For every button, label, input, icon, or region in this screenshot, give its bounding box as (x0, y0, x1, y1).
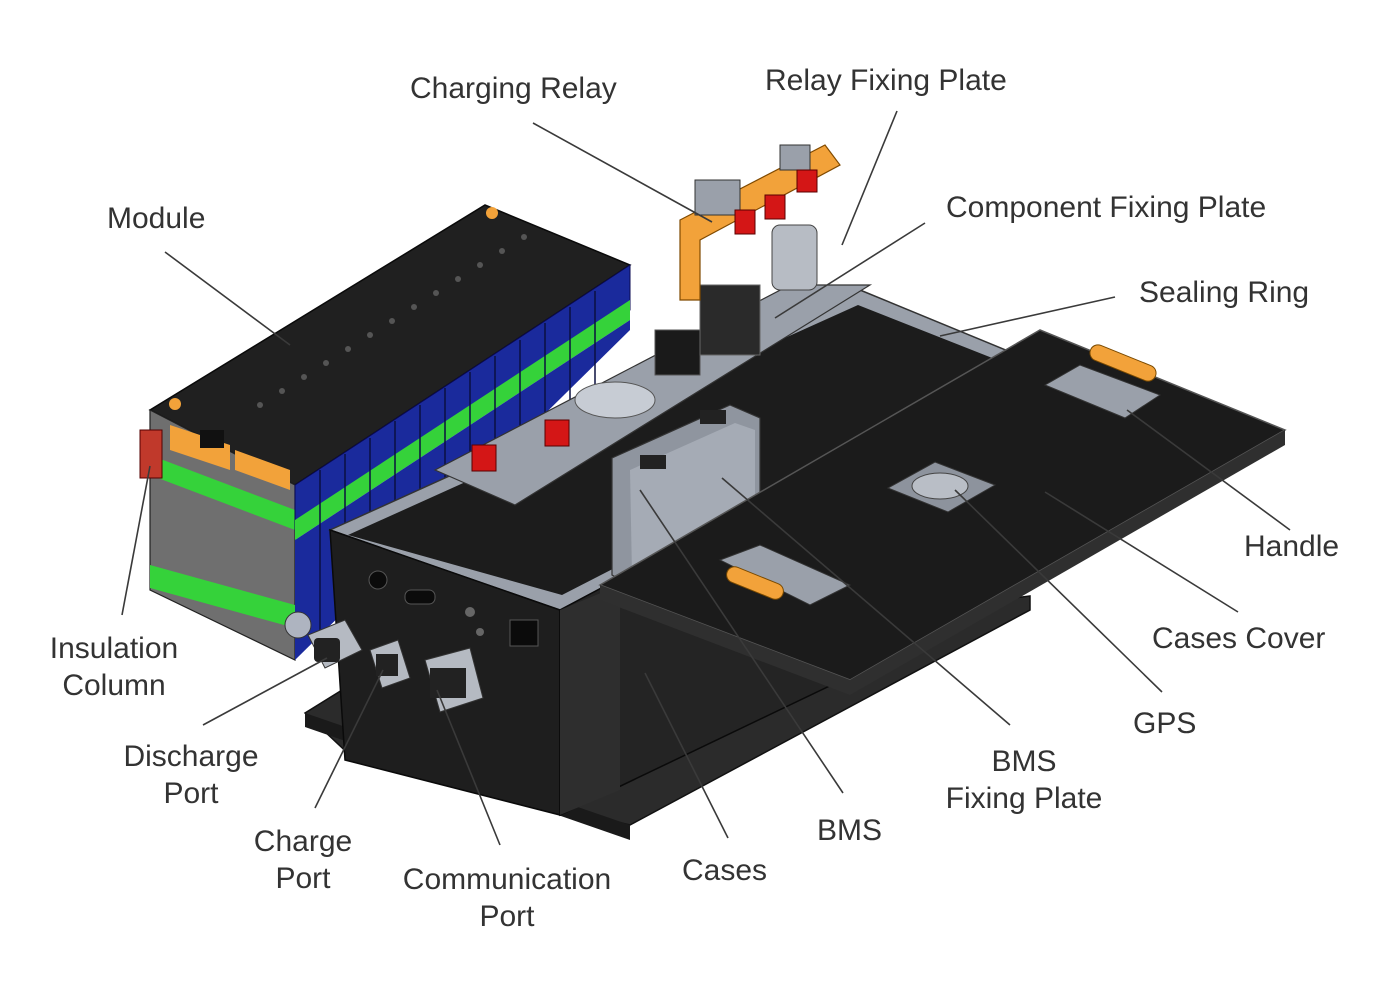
label-charging-relay: Charging Relay (410, 72, 617, 105)
leader-insulation-column (121, 465, 151, 616)
label-cases: Cases (682, 854, 768, 887)
leader-handle (1126, 409, 1291, 531)
leader-sealing-ring (939, 296, 1116, 337)
leader-bms (639, 489, 844, 794)
leader-cases (644, 672, 729, 839)
leader-lines (121, 110, 1291, 846)
component-fixing-plate-part (433, 284, 873, 506)
label-discharge-port: Discharge Port (123, 740, 259, 810)
leader-module (164, 251, 291, 346)
label-handle: Handle (1244, 530, 1340, 563)
case-cover-part (598, 329, 1287, 695)
label-gps: GPS (1133, 707, 1197, 740)
label-communication-port: Communication Port (402, 863, 612, 933)
label-bms-fixing-plate: BMS Fixing Plate (945, 745, 1103, 815)
label-component-fixing-plate: Component Fixing Plate (946, 191, 1267, 224)
insulation-column-part (139, 429, 163, 479)
label-cases-cover: Cases Cover (1152, 622, 1326, 655)
label-module: Module (107, 202, 206, 235)
leader-component-fixing-plate (774, 222, 926, 319)
label-relay-fixing-plate: Relay Fixing Plate (765, 64, 1007, 97)
leader-charge-port (314, 669, 384, 809)
leader-gps (954, 489, 1163, 693)
leader-relay-fixing-plate (841, 110, 898, 246)
leader-communication-port (436, 689, 501, 846)
ports-part (284, 611, 484, 713)
label-sealing-ring: Sealing Ring (1139, 276, 1310, 309)
leader-charging-relay (532, 122, 713, 223)
label-charge-port: Charge Port (253, 825, 353, 895)
relay-fixing-plate-part (679, 144, 841, 301)
label-bms: BMS (817, 814, 883, 847)
leader-cases-cover (1044, 491, 1239, 613)
leader-bms-fixing-plate (721, 477, 1011, 726)
leader-discharge-port (202, 657, 328, 726)
label-insulation-column: Insulation Column (49, 632, 179, 702)
